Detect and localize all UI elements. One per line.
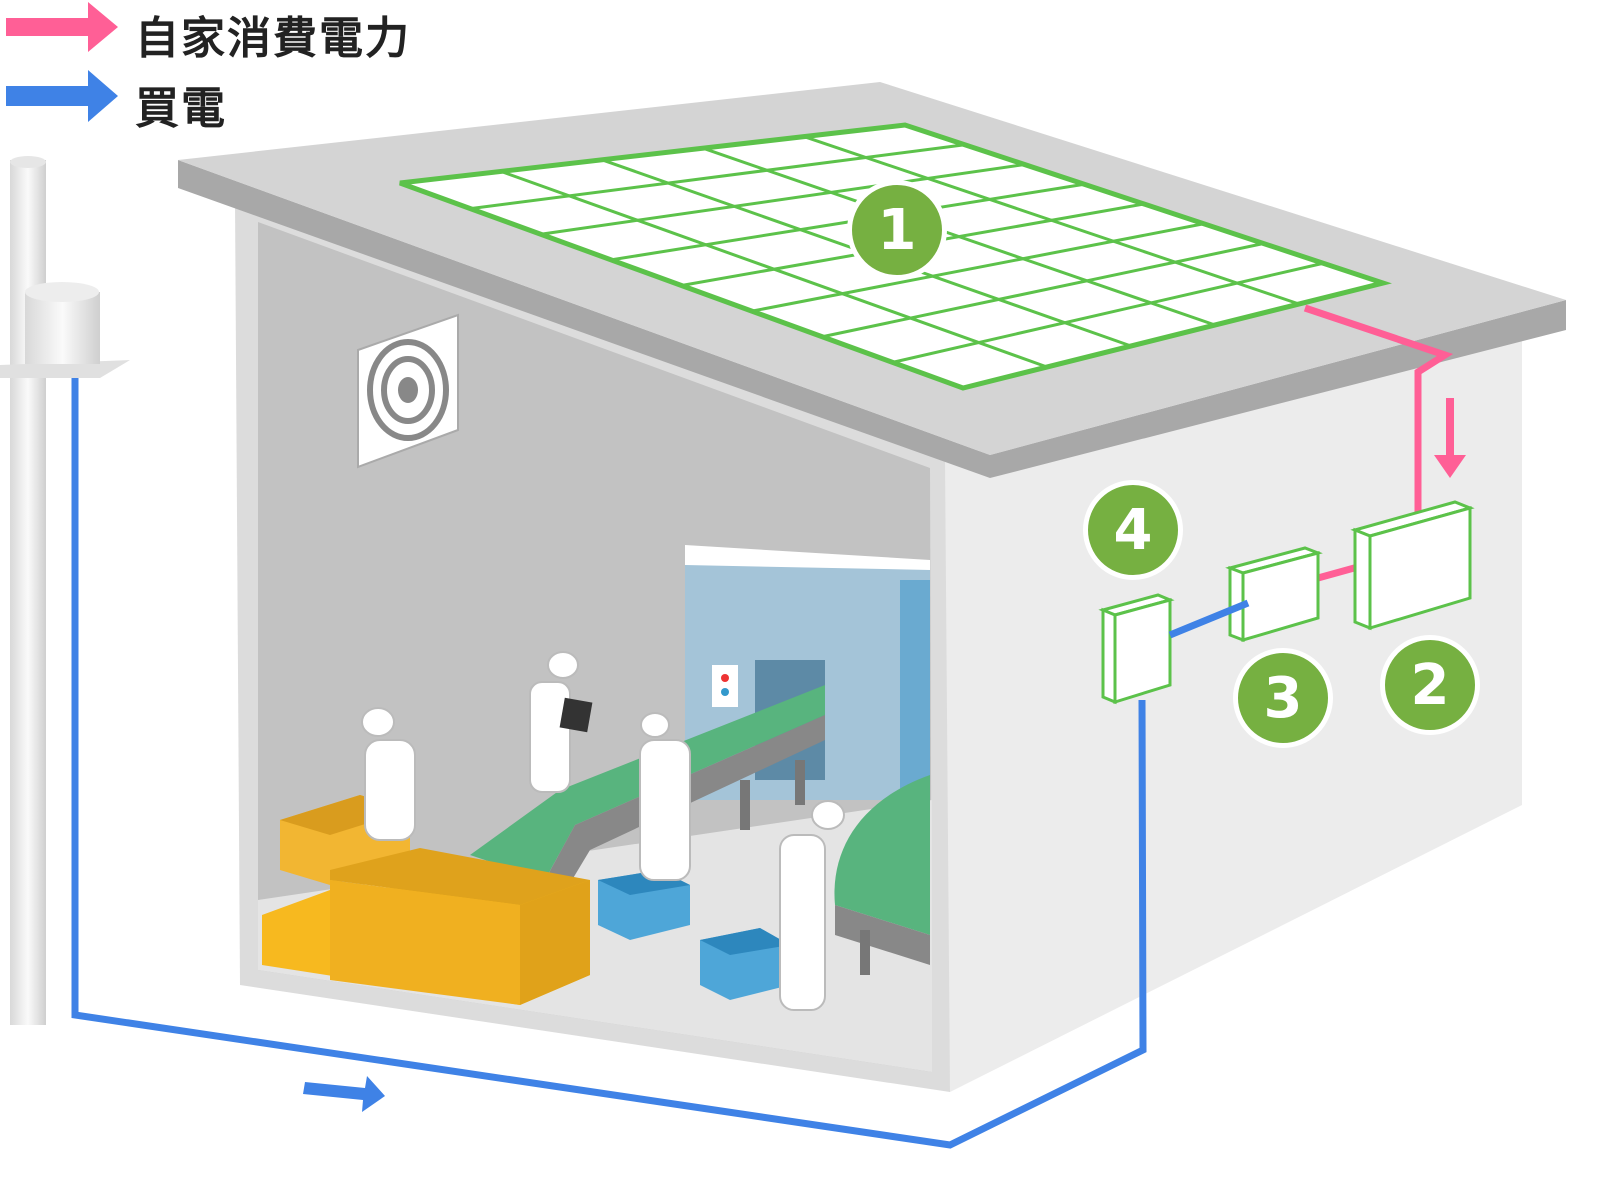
purchased-power-connector xyxy=(1168,599,1250,639)
distribution-board xyxy=(1225,546,1323,643)
legend-purchased-power-label: 買電 xyxy=(135,83,227,134)
cardboard-boxes xyxy=(262,795,590,1005)
purchased-power-legend-arrow xyxy=(6,70,118,122)
marker-1-solar-panel: 1 xyxy=(847,180,947,280)
self-power-line xyxy=(1303,304,1454,515)
power-conditioner xyxy=(1350,500,1475,631)
inspection-machine xyxy=(685,545,930,800)
vent-fan xyxy=(357,313,459,469)
workers xyxy=(361,651,845,1011)
purchased-power-arrow xyxy=(303,1076,385,1112)
roof-edge xyxy=(178,160,1566,478)
marker-2-power-conditioner: 2 xyxy=(1380,635,1480,735)
purchased-power-line xyxy=(71,378,1147,1149)
power-meter xyxy=(1098,593,1175,705)
panel-grid-line xyxy=(470,143,965,211)
panel-grid-line xyxy=(751,222,1205,313)
panel-grid-line xyxy=(500,169,1048,369)
self-power-legend-arrow xyxy=(6,2,118,52)
panel-grid-line xyxy=(821,242,1264,339)
tablet xyxy=(559,697,593,733)
floor xyxy=(258,800,932,1072)
marker-4-power-meter: 4 xyxy=(1083,480,1183,580)
legend-self-power-label: 自家消費電力 xyxy=(135,13,411,64)
panel-grid-line xyxy=(892,261,1324,364)
panel-grid-line xyxy=(540,163,1025,236)
panel-grid-line xyxy=(702,146,1216,327)
marker-3-distribution-board: 3 xyxy=(1233,648,1333,748)
panel-grid-line xyxy=(803,135,1300,306)
self-power-down-arrow xyxy=(1434,398,1466,478)
utility-pole xyxy=(0,156,130,1025)
